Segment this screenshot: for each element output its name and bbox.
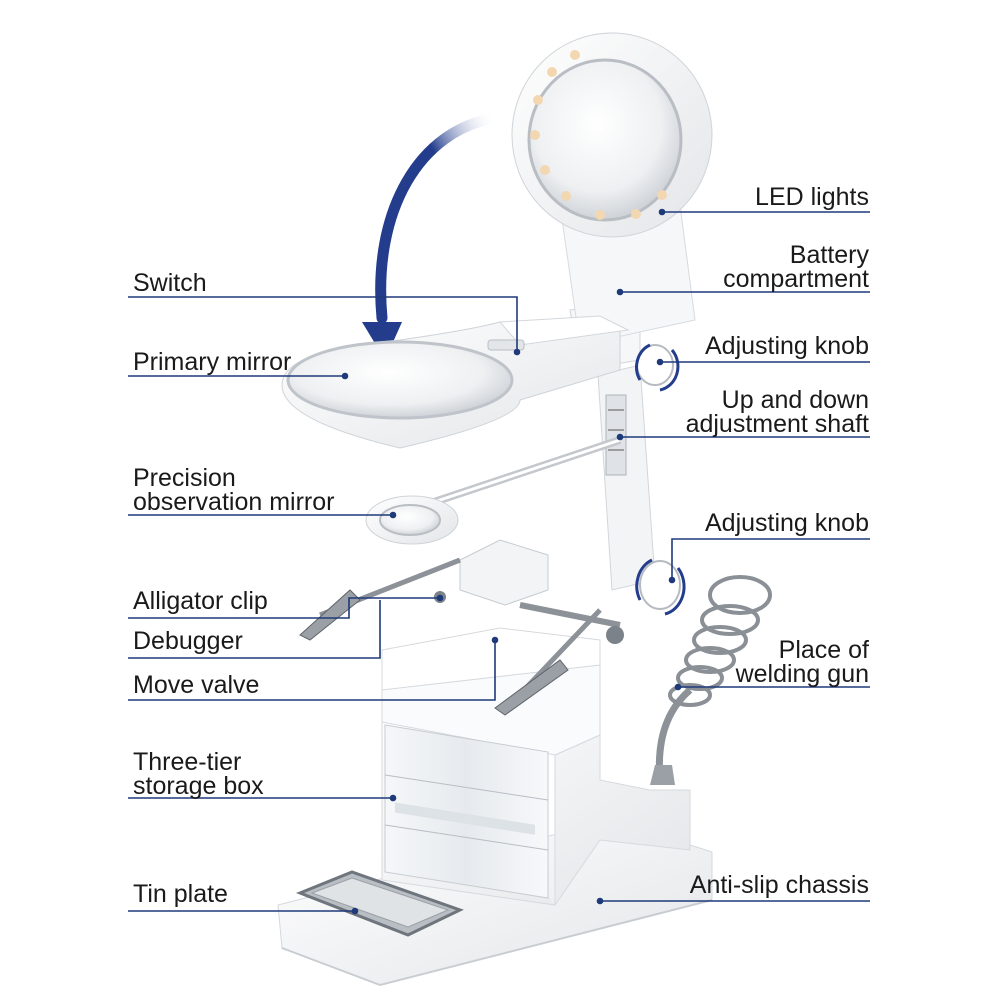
debugger-assembly — [299, 539, 624, 716]
label-alligator-clip: Alligator clip — [133, 587, 268, 615]
label-anti-slip-chassis: Anti-slip chassis — [689, 871, 869, 899]
adjusting-knobs — [635, 343, 686, 616]
label-led-lights: LED lights — [755, 183, 869, 211]
label-adjusting-knob-bottom: Adjusting knob — [704, 509, 869, 537]
storage-box — [381, 627, 691, 906]
primary-mirror — [281, 315, 630, 449]
label-debugger: Debugger — [133, 627, 243, 655]
label-tin-plate: Tin plate — [133, 880, 228, 908]
label-move-valve: Move valve — [133, 671, 260, 699]
tin-plate — [295, 870, 464, 937]
observation-arm — [365, 436, 622, 545]
rotation-arrow — [362, 112, 501, 360]
label-primary-mirror: Primary mirror — [133, 348, 292, 376]
soldering-holder — [650, 575, 772, 785]
led-magnifier — [511, 32, 713, 346]
leader-lines — [128, 208, 870, 915]
label-switch: Switch — [133, 269, 207, 297]
label-adjusting-knob-top: Adjusting knob — [704, 332, 869, 360]
